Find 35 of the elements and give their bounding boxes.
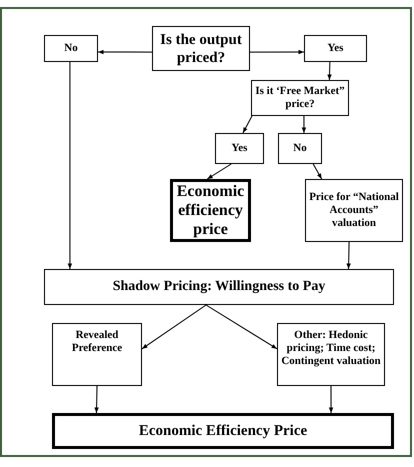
arrow bbox=[328, 386, 334, 414]
arrow bbox=[312, 164, 322, 180]
node-label: Price for “National Accounts” valuation bbox=[308, 190, 400, 230]
result-box bbox=[52, 413, 394, 449]
process-box bbox=[215, 133, 264, 164]
node-label: Shadow Pricing: Willingness to Pay bbox=[112, 278, 326, 296]
node-label: Other: Hedonic pricing; Time cost; Contingent valuation bbox=[280, 329, 382, 369]
node-label: Is the output priced? bbox=[159, 30, 243, 66]
arrow bbox=[250, 50, 304, 54]
node-label: Is it ‘Free Market” price? bbox=[254, 84, 346, 112]
node-label: Revealed Preference bbox=[70, 329, 124, 356]
arrow bbox=[302, 116, 306, 134]
arrow bbox=[94, 386, 99, 414]
process-box bbox=[305, 179, 403, 242]
node-label: Economic efficiency price bbox=[176, 182, 246, 240]
node-label: Yes bbox=[232, 142, 248, 156]
process-box bbox=[52, 323, 142, 386]
result-box bbox=[170, 179, 251, 242]
arrow bbox=[242, 116, 252, 134]
process-box bbox=[44, 269, 394, 305]
process-box bbox=[304, 35, 367, 62]
arrow bbox=[206, 304, 278, 350]
node-label: Yes bbox=[328, 42, 344, 56]
process-box bbox=[277, 323, 385, 386]
node-label: No bbox=[293, 142, 307, 156]
process-box bbox=[278, 133, 322, 164]
process-box bbox=[152, 26, 250, 71]
node-label: No bbox=[64, 42, 78, 56]
process-box bbox=[44, 35, 98, 62]
node-label: Economic Efficiency Price bbox=[138, 422, 308, 440]
arrow bbox=[68, 62, 72, 270]
arrow bbox=[346, 242, 351, 270]
arrow bbox=[98, 50, 152, 54]
arrow bbox=[142, 304, 207, 350]
arrow bbox=[327, 62, 332, 80]
